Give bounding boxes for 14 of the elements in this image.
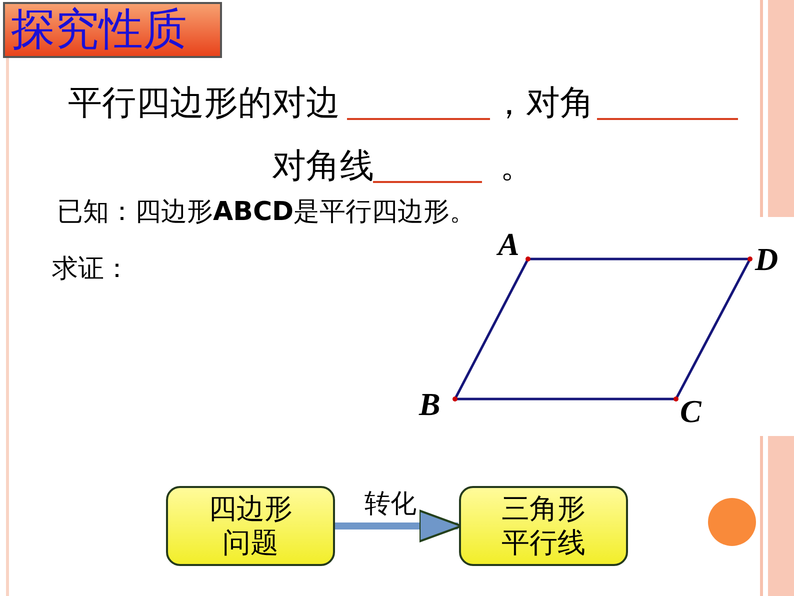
vertex-label: C [680,393,702,430]
vertex-label: A [498,226,520,263]
sentence-text: ，对角 [492,82,594,125]
given-text: 已知：四边形ABCD是平行四边形。 [57,196,476,229]
process-box: 三角形平行线 [459,486,628,566]
title-banner: 探究性质 [3,2,222,58]
sentence-text: 平行四边形的对边 [68,82,340,125]
prove-text: 求证： [52,253,130,286]
sentence-text: 对角线 [272,145,374,188]
edge-label: 转化 [364,490,416,518]
vertex-label: B [419,386,440,423]
vertex-label: D [755,241,778,278]
sentence-text: 。 [500,145,534,188]
process-box: 四边形问题 [166,486,335,566]
